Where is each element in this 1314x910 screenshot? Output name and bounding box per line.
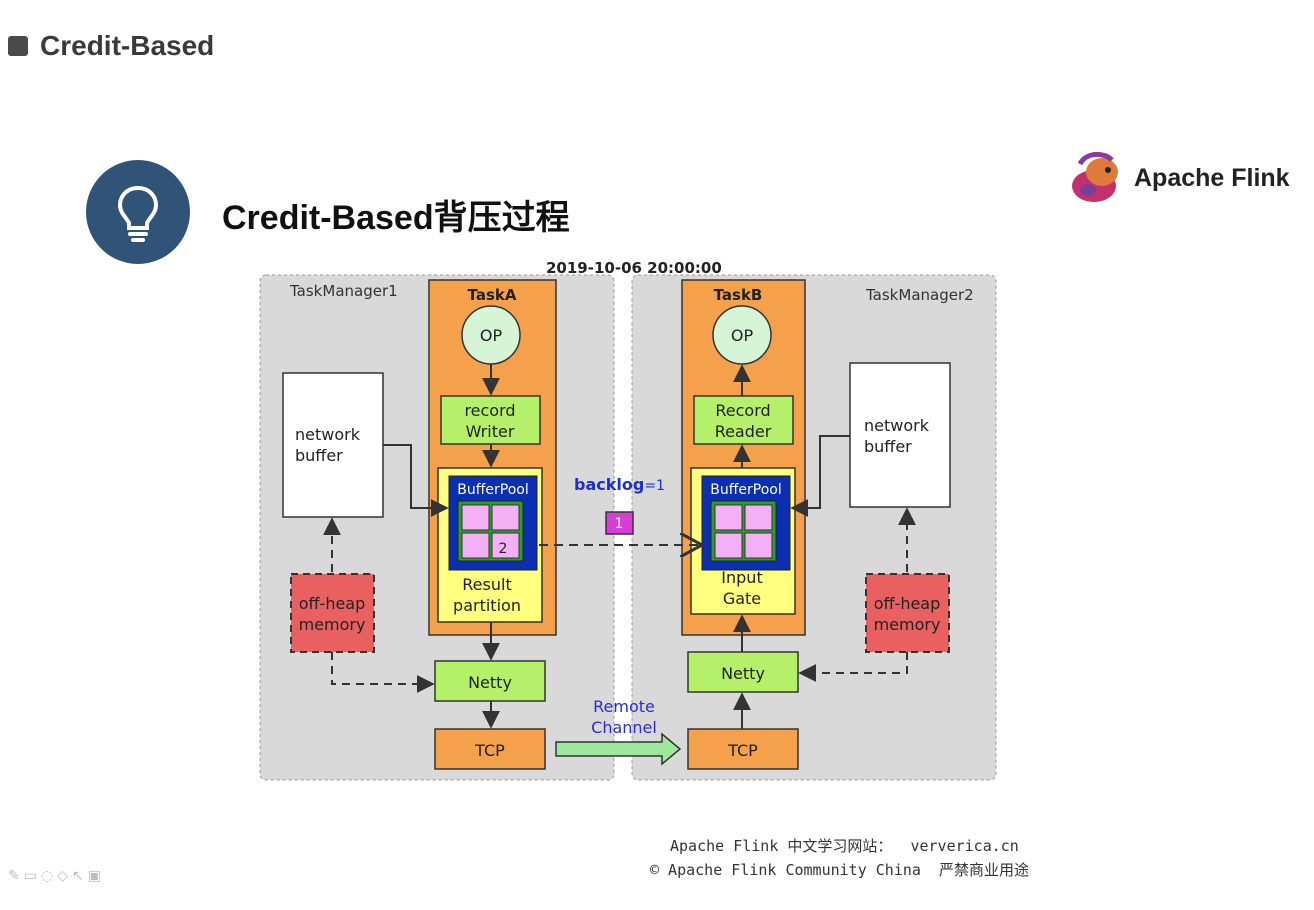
brand-name: Apache Flink [1134,163,1290,192]
footer-line2: © Apache Flink Community China 严禁商业用途 [650,861,1029,879]
netty-b [687,651,799,693]
lightbulb-icon [86,160,190,264]
marker-icon[interactable]: ▭ [23,868,37,884]
buffer-slot [461,532,490,559]
pen-icon[interactable]: ✎ [8,868,20,884]
timestamp: 2019-10-06 20:00:00 [546,259,722,277]
offheap-a-line2: memory [299,615,366,634]
netty-b-label: Netty [721,664,765,683]
page-header: Credit-Based [8,30,214,62]
buffer-slot [744,504,773,531]
network-buffer-b-line2: buffer [864,437,912,456]
taskmanager1-label: TaskManager1 [289,282,398,300]
buffer-slot [461,504,490,531]
taskmanager2-label: TaskManager2 [865,286,974,304]
offheap-memory-a [290,573,375,653]
slide-footer: Apache Flink 中文学习网站： ververica.cn © Apach… [650,834,1029,882]
bufferpool-a-label: BufferPool [457,482,528,498]
lasso-icon[interactable]: ◌ [40,868,54,884]
result-partition-line1: Result [462,575,511,594]
remote-channel-line1: Remote [593,697,655,716]
input-gate-line2: Gate [723,589,761,608]
remote-channel-line2: Channel [591,718,657,737]
task-b-label: TaskB [714,286,763,304]
arrow-netbuf-to-bufferpool [383,444,449,517]
offheap-b-line1: off-heap [874,594,941,613]
buffer-packet-label: 1 [615,516,624,532]
backlog-label: backlog=1 [574,475,665,494]
offheap-memory-b [865,573,950,653]
record-reader-box [693,395,794,445]
offheap-b-line2: memory [874,615,941,634]
buffer-count: 2 [499,541,508,557]
result-partition-line2: partition [453,596,521,615]
apache-flink-logo: Apache Flink [1068,150,1290,206]
arrow-netbuf-to-bufferpool-b [790,435,850,517]
network-buffer-a-line1: network [295,425,361,444]
offheap-a-line1: off-heap [299,594,366,613]
network-buffer-a [282,372,384,518]
task-a-label: TaskA [468,286,517,304]
record-writer-box [440,395,541,445]
netty-a [434,660,546,702]
arrow-offheap-to-netty-a [331,652,435,693]
header-square-icon [8,36,28,56]
arrow-offheap-to-netty-b [798,652,908,682]
network-buffer-b [849,362,951,508]
tcp-b-label: TCP [727,741,758,760]
pointer-icon[interactable]: ↖ [71,868,84,884]
footer-line1: Apache Flink 中文学习网站： ververica.cn [670,837,1019,855]
input-gate-line1: Input [721,568,762,587]
buffer-packet [605,511,634,535]
op-a-label: OP [480,326,503,345]
buffer-slot [714,504,743,531]
record-writer-line2: Writer [466,422,515,441]
bufferpool-b-label: BufferPool [710,482,781,498]
record-reader-line2: Reader [715,422,772,441]
network-buffer-a-line2: buffer [295,446,343,465]
tcp-a-label: TCP [474,741,505,760]
screen-icon[interactable]: ▣ [87,868,101,884]
record-writer-line1: record [464,401,515,420]
header-title: Credit-Based [40,30,215,61]
tcp-b [687,728,799,770]
buffer-slot [491,504,520,531]
op-b-node [712,305,772,365]
remote-channel-arrow [555,732,682,766]
record-reader-line1: Record [715,401,770,420]
network-buffer-b-line1: network [864,416,930,435]
buffer-slot [491,532,520,559]
eraser-icon[interactable]: ◇ [57,868,68,884]
op-b-label: OP [731,326,754,345]
flink-squirrel-icon [1072,152,1118,202]
slide-title: Credit-Based背压过程 [222,199,570,237]
tcp-a [434,728,546,770]
netty-a-label: Netty [468,673,512,692]
buffer-slot [744,532,773,559]
buffer-slot [714,532,743,559]
presentation-toolbar: ✎ ▭ ◌ ◇ ↖ ▣ [8,868,101,884]
